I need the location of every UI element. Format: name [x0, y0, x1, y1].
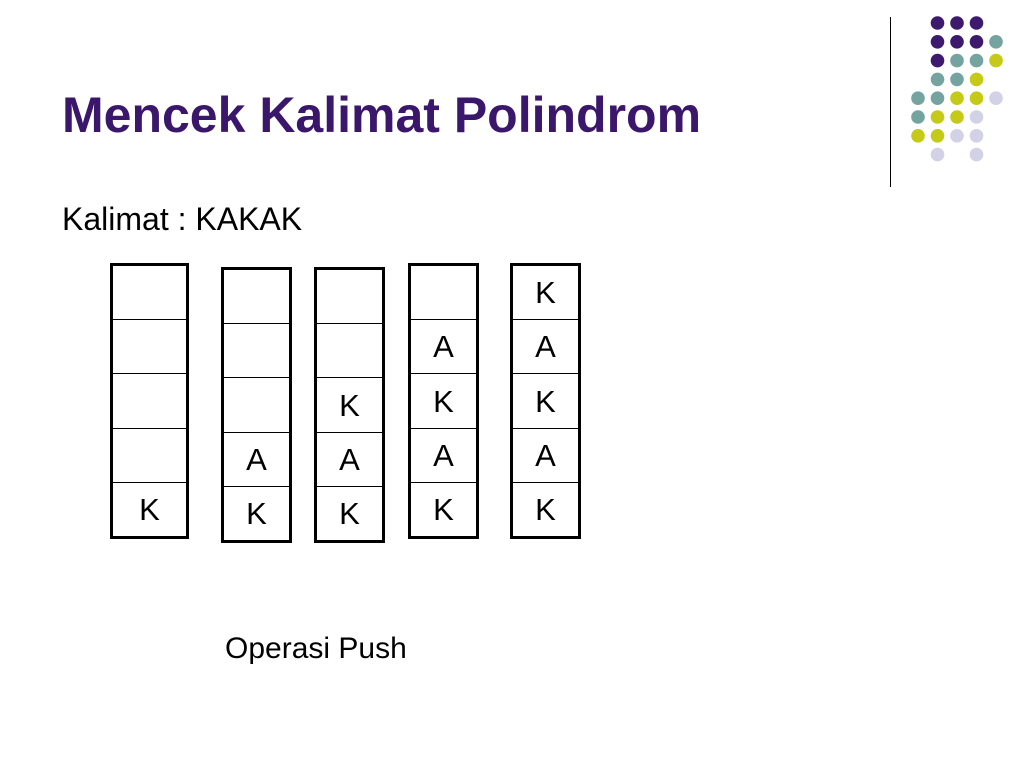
decorative-dot — [969, 35, 984, 49]
stack-cell — [317, 270, 382, 323]
stack-cell — [411, 266, 476, 319]
stack-cell: A — [513, 319, 578, 373]
stack-cell — [224, 270, 289, 323]
decorative-dot — [950, 91, 964, 105]
decorative-dot — [930, 91, 945, 105]
stack-cell — [113, 427, 186, 482]
stack-cell: A — [411, 319, 476, 373]
decorative-dot — [930, 72, 945, 87]
stack-cell: K — [411, 481, 476, 536]
decorative-dot — [950, 16, 964, 30]
stack-cell — [113, 373, 186, 427]
stack-cell: K — [513, 481, 578, 536]
decorative-dot — [989, 53, 1003, 68]
decorative-dot — [930, 35, 945, 49]
sentence-label: Kalimat : KAKAK — [62, 201, 303, 237]
stack-cell: K — [513, 373, 578, 427]
stack-cell: K — [224, 485, 289, 540]
decorative-dot — [950, 35, 964, 49]
decorative-dot — [950, 53, 964, 68]
stack-1: K — [110, 263, 189, 539]
slide-title: Mencek Kalimat Polindrom — [62, 87, 702, 143]
decorative-dot — [930, 147, 945, 162]
decorative-dot — [969, 16, 984, 30]
decorative-dot — [930, 53, 945, 68]
stack-cell: K — [317, 377, 382, 431]
stack-cell — [224, 323, 289, 377]
decorative-dot — [950, 110, 964, 124]
stack-cell — [317, 323, 382, 377]
stack-cell: A — [513, 427, 578, 482]
stack-cell: A — [224, 431, 289, 486]
stack-cell: K — [411, 373, 476, 427]
decorative-dot — [930, 129, 945, 143]
decorative-dot — [930, 16, 945, 30]
stack-cell: K — [317, 485, 382, 540]
decorative-dot — [950, 129, 964, 143]
stack-cell — [113, 319, 186, 373]
stack-cell — [113, 266, 186, 319]
stack-cell: A — [317, 431, 382, 486]
decorative-dot — [950, 72, 964, 87]
stack-cell: K — [535, 275, 556, 311]
stack-cell: K — [113, 481, 186, 536]
operation-caption: Operasi Push — [225, 632, 407, 665]
decorative-dot — [969, 72, 984, 87]
decorative-dot — [989, 91, 1003, 105]
decorative-dot — [969, 91, 984, 105]
stack-cell: A — [411, 427, 476, 482]
decorative-dot — [969, 110, 984, 124]
decorative-dot — [911, 110, 925, 124]
decorative-dot — [989, 35, 1003, 49]
stack-cell — [224, 377, 289, 431]
title-divider — [890, 17, 891, 187]
decorative-dot — [911, 91, 925, 105]
decorative-dot — [911, 129, 925, 143]
decorative-dot — [930, 110, 945, 124]
decorative-dot — [969, 147, 984, 162]
decorative-dot-grid — [911, 16, 1003, 162]
decorative-dot — [969, 53, 984, 68]
decorative-dot — [969, 129, 984, 143]
